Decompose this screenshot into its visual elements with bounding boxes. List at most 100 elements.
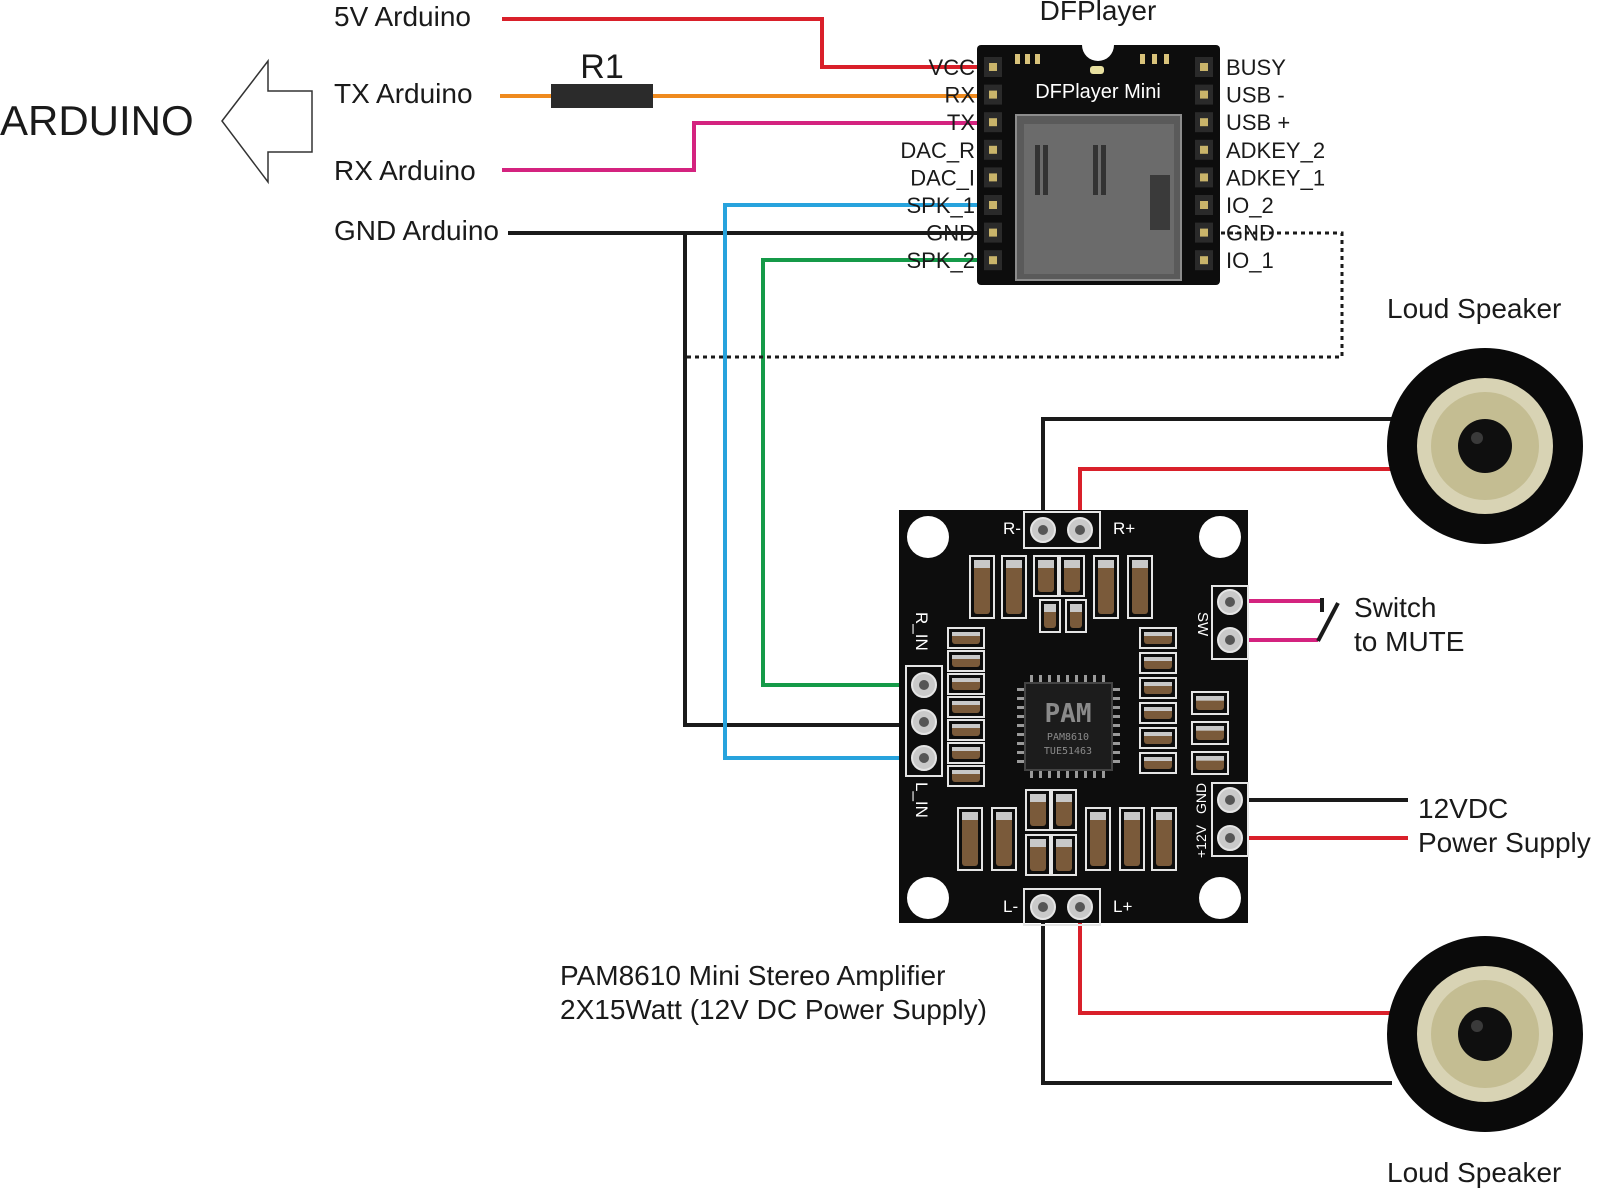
wire-spk1-lin (723, 203, 985, 760)
smd-outline (1191, 691, 1229, 715)
smd-component (974, 560, 990, 614)
label-l-minus: L- (1003, 897, 1018, 916)
smd-outline (1051, 789, 1077, 831)
smd-outline (947, 765, 985, 787)
label-amp-gnd: GND (1193, 783, 1209, 814)
smd-outline (1065, 599, 1087, 633)
speaker-top: Loud Speaker (1387, 293, 1583, 544)
pam8610-chip: PAM PAM8610 TUE51463 (1017, 675, 1120, 778)
amplifier-module: PAM PAM8610 TUE51463 R- R+ L- L+ (899, 510, 1249, 926)
dfplayer-pin-label-left: VCC (929, 55, 976, 80)
smd-outline (1191, 751, 1229, 775)
chip-logo: PAM (1045, 699, 1092, 729)
dfplayer-pin-pad (1200, 63, 1208, 71)
smd-outline (1039, 599, 1061, 633)
left-arrow-icon (221, 58, 313, 185)
smd-cap (1144, 757, 1172, 761)
smd-outline (1127, 555, 1153, 619)
mounting-hole (1199, 516, 1241, 558)
label-sw: SW (1194, 612, 1211, 637)
dfplayer-pin-pad (989, 201, 997, 209)
power-label-2: Power Supply (1418, 827, 1591, 858)
smd-cap (1144, 707, 1172, 711)
label-r-minus: R- (1003, 519, 1021, 538)
smd-outline (957, 807, 983, 871)
smd-outline (947, 627, 985, 649)
smd-outline (1139, 652, 1177, 674)
dfplayer-title: DFPlayer (1040, 0, 1157, 26)
speaker-top-label: Loud Speaker (1387, 293, 1561, 324)
dfplayer-pin-pad (1200, 118, 1208, 127)
smd-outline (1151, 807, 1177, 871)
smd-cap (1064, 560, 1080, 568)
smd-outline (1139, 752, 1177, 774)
label-r-plus: R+ (1113, 519, 1135, 538)
dfplayer-pin-label-right: IO_1 (1226, 248, 1274, 273)
speaker-bottom-label: Loud Speaker (1387, 1157, 1561, 1188)
smd-component (1156, 812, 1172, 866)
switch-icon (1316, 598, 1340, 642)
smd-component (1098, 560, 1114, 614)
smd-cap (1196, 696, 1224, 701)
wire-l-plus (1078, 905, 1392, 1015)
smd-component (1124, 812, 1140, 866)
resistor-r1: R1 (551, 48, 653, 108)
smd-outline (991, 807, 1017, 871)
terminal-r-out: R- R+ (1003, 511, 1135, 549)
dfplayer-pin-pad (1200, 145, 1208, 154)
arduino-block: ARDUINO (0, 58, 313, 185)
label-gnd-arduino: GND Arduino (334, 215, 499, 246)
dfplayer-pin-label-left: DAC_I (910, 165, 975, 190)
smd-cap (1124, 812, 1140, 820)
label-amp-12v: +12V (1193, 824, 1209, 858)
smd-cap (952, 632, 980, 636)
label-r-in: R_IN (912, 612, 931, 651)
smd-cap (1056, 794, 1072, 802)
mounting-hole (1199, 877, 1241, 919)
chip-code: TUE51463 (1044, 746, 1092, 757)
wires (500, 17, 1408, 1085)
wire-gnd-amp (683, 233, 923, 727)
dfplayer-left-header (984, 57, 1002, 271)
smd-outline (1033, 555, 1059, 597)
dfplayer-pin-label-left: SPK_1 (907, 193, 976, 218)
smd-component (1006, 560, 1022, 614)
smd-cap (1144, 657, 1172, 661)
smd-cap (1156, 812, 1172, 820)
smd-cap (1090, 812, 1106, 820)
dfplayer-pin-pad (1200, 256, 1208, 265)
dfplayer-pin-label-right: ADKEY_1 (1226, 165, 1325, 190)
arduino-label: ARDUINO (0, 97, 194, 144)
mounting-hole (907, 877, 949, 919)
mounting-hole (907, 516, 949, 558)
terminal-power: GND +12V (1193, 782, 1249, 858)
dfplayer-pin-label-right: BUSY (1226, 55, 1286, 80)
smd-outline (1093, 555, 1119, 619)
smd-component (962, 812, 978, 866)
smd-cap (952, 724, 980, 728)
smd-component (1090, 812, 1106, 866)
dfplayer-pin-pad (1200, 228, 1208, 237)
dfplayer-pin-pad (989, 145, 997, 154)
dfplayer-pin-label-right: IO_2 (1226, 193, 1274, 218)
smd-cap (974, 560, 990, 568)
dfplayer-pin-pad (1200, 90, 1208, 99)
dfplayer-pin-label-right: ADKEY_2 (1226, 138, 1325, 163)
smd-cap (1132, 560, 1148, 568)
speaker-bottom: Loud Speaker (1387, 936, 1583, 1188)
r1-label: R1 (580, 48, 623, 86)
dfplayer-pin-label-left: SPK_2 (907, 248, 976, 273)
dfplayer-pin-pad (989, 118, 997, 127)
dfplayer-pin-label-left: TX (947, 110, 975, 135)
dfplayer-pin-pad (989, 256, 997, 265)
dfplayer-pin-pad (989, 63, 997, 71)
smd-cap (1196, 756, 1224, 761)
smd-outline (969, 555, 995, 619)
smd-cap (996, 812, 1012, 820)
loudspeaker-icon (1387, 936, 1583, 1132)
smd-outline (1139, 677, 1177, 699)
smd-outline (947, 742, 985, 764)
smd-cap (952, 701, 980, 705)
dfplayer-pin-label-left: RX (944, 83, 975, 108)
